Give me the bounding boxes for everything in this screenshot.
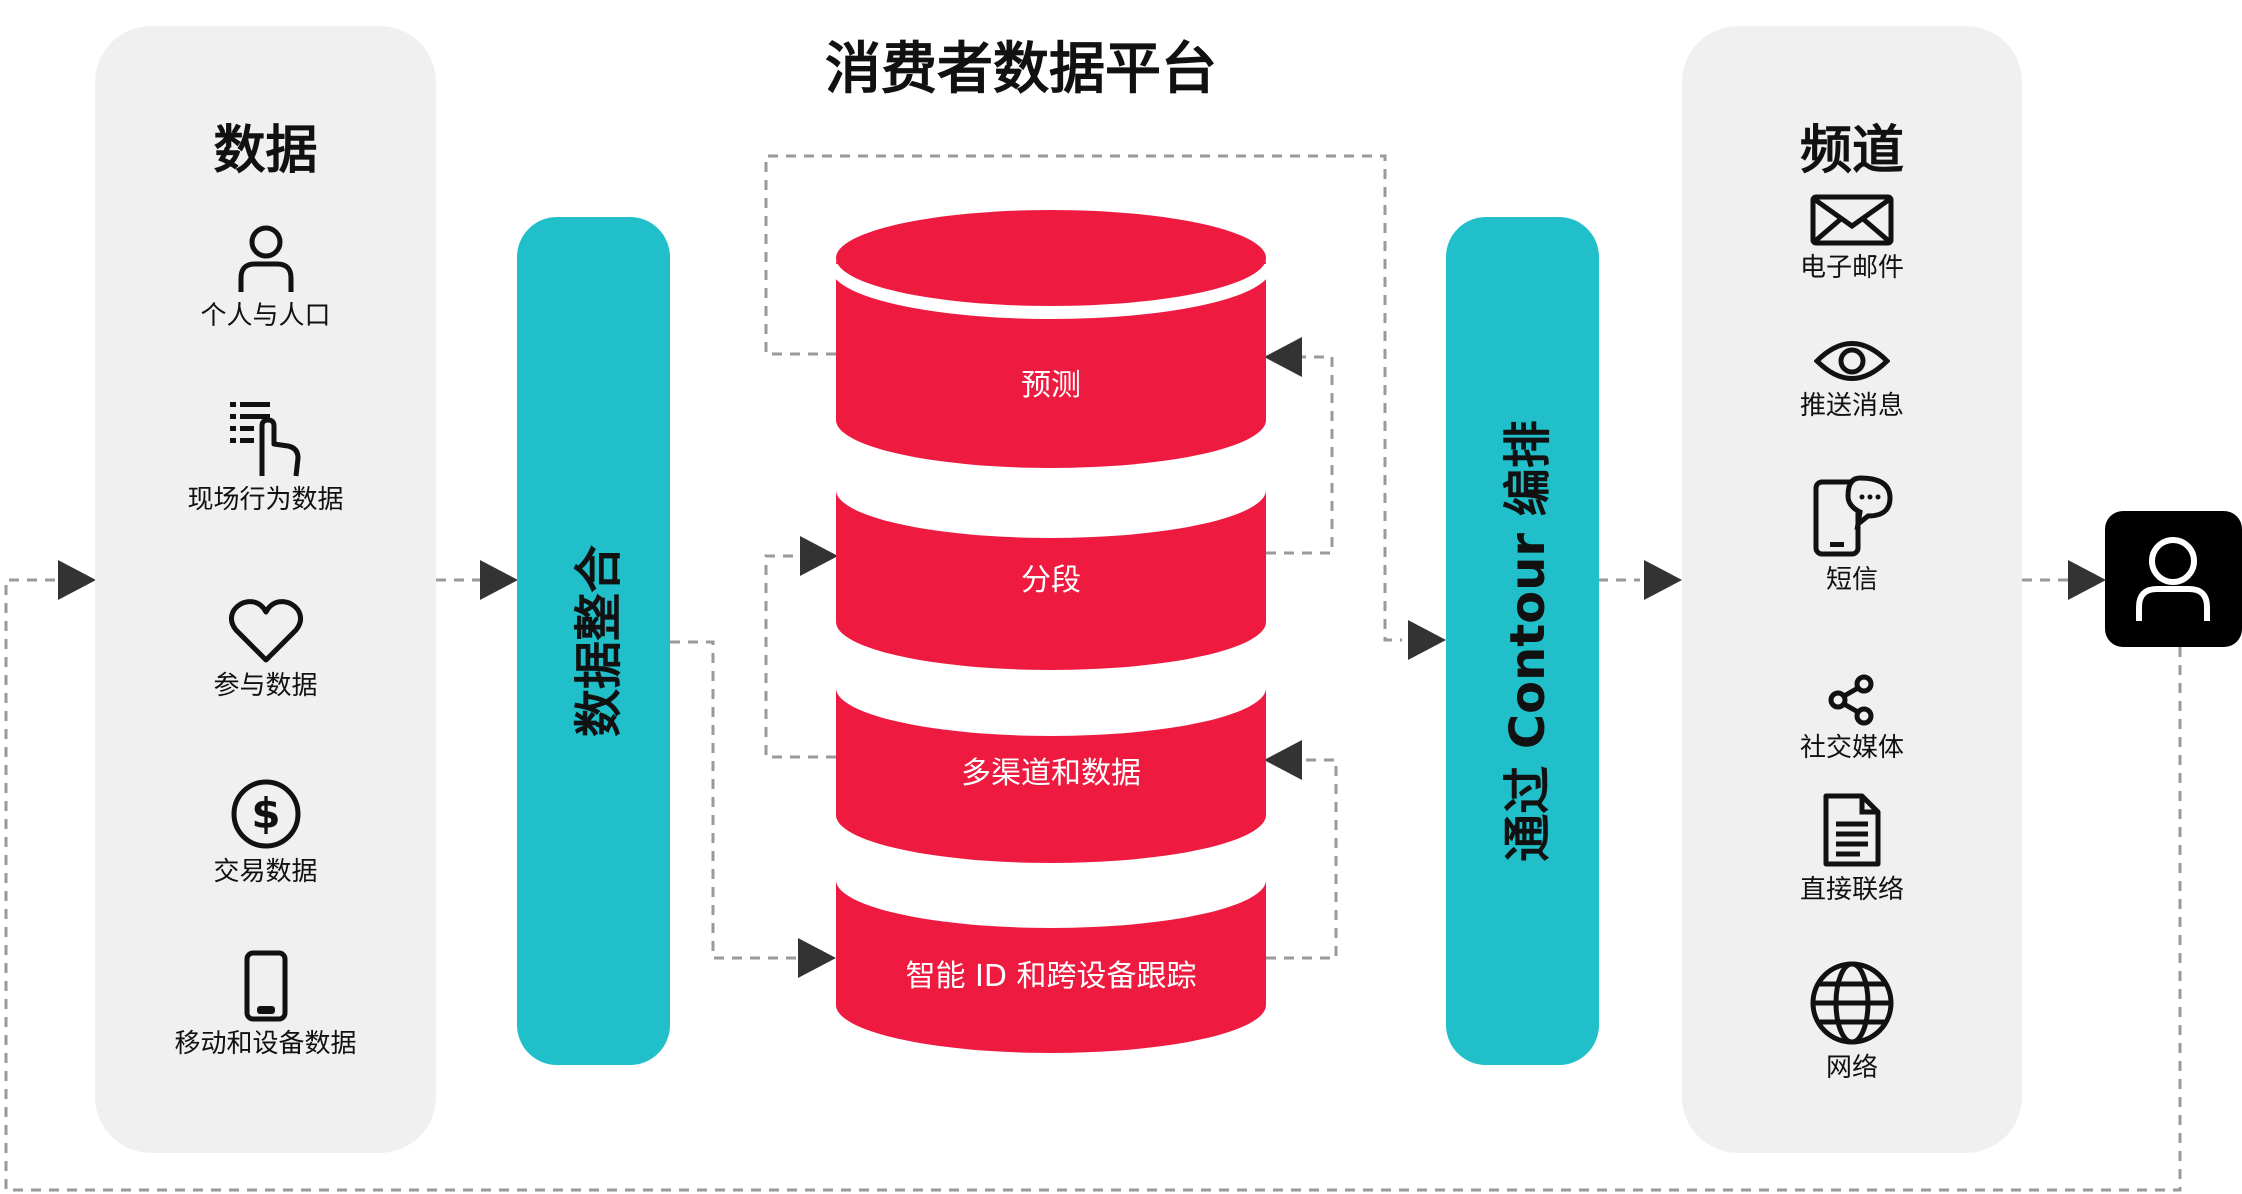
layer-label-segmentation: 分段 bbox=[1021, 563, 1081, 598]
data-item-transactions: $ 交易数据 bbox=[95, 778, 436, 888]
data-item-label: 参与数据 bbox=[213, 671, 318, 701]
layer-label-multichannel: 多渠道和数据 bbox=[961, 756, 1141, 791]
arrow-into-data-panel bbox=[58, 560, 96, 600]
data-item-mobile-device: 移动和设备数据 bbox=[95, 950, 436, 1060]
prediction-to-orchestration-line bbox=[764, 154, 1402, 642]
heart-icon bbox=[228, 599, 303, 663]
globe-icon bbox=[1810, 961, 1894, 1045]
segment-to-prediction-line bbox=[1266, 355, 1334, 555]
channel-item-label: 网络 bbox=[1825, 1053, 1878, 1083]
layer-label-smart-id: 智能 ID 和跨设备跟踪 bbox=[905, 959, 1197, 994]
data-item-onsite-behavior: 现场行为数据 bbox=[95, 398, 436, 516]
orchestration-bar: 通过 Contour 编排 bbox=[1446, 217, 1599, 1065]
phone-chat-icon bbox=[1813, 475, 1893, 557]
channels-panel: 频道 电子邮件 推送消息 短信 bbox=[1682, 26, 2022, 1153]
layer-label-prediction: 预测 bbox=[1021, 368, 1081, 403]
multichannel-to-segment-line bbox=[764, 554, 836, 759]
share-icon bbox=[1828, 674, 1874, 726]
data-item-label: 移动和设备数据 bbox=[174, 1029, 357, 1059]
arrow-into-integration bbox=[480, 560, 518, 600]
channel-item-push: 推送消息 bbox=[1682, 338, 2022, 422]
data-panel-title: 数据 bbox=[213, 121, 318, 181]
channel-item-sms: 短信 bbox=[1682, 474, 2022, 596]
data-sources-panel: 数据 个人与人口 现场行为数据 bbox=[95, 26, 436, 1153]
layer-smart-id bbox=[836, 880, 1266, 1053]
touch-list-icon bbox=[229, 402, 300, 477]
data-item-label: 交易数据 bbox=[213, 857, 318, 887]
end-user-box bbox=[2105, 511, 2242, 647]
arrow-into-prediction bbox=[1264, 337, 1302, 377]
data-item-demographics: 个人与人口 bbox=[95, 222, 436, 332]
arrow-into-orchestration bbox=[1408, 620, 1446, 660]
layer-multichannel bbox=[836, 688, 1266, 863]
channel-item-label: 推送消息 bbox=[1799, 391, 1904, 421]
arrow-into-segment bbox=[800, 536, 838, 576]
channel-item-label: 直接联络 bbox=[1799, 875, 1904, 905]
data-integration-bar: 数据整合 bbox=[517, 217, 670, 1065]
channels-panel-title: 频道 bbox=[1799, 121, 1904, 181]
channel-item-direct: 直接联络 bbox=[1682, 792, 2022, 906]
svg-text:$: $ bbox=[251, 789, 280, 838]
mobile-phone-icon bbox=[244, 950, 287, 1022]
channel-item-label: 短信 bbox=[1825, 565, 1878, 595]
diagram-title: 消费者数据平台 bbox=[825, 36, 1217, 102]
data-item-label: 现场行为数据 bbox=[187, 485, 344, 515]
channel-item-email: 电子邮件 bbox=[1682, 194, 2022, 284]
integration-to-id-line bbox=[670, 640, 800, 960]
envelope-icon bbox=[1810, 194, 1894, 246]
person-icon bbox=[238, 225, 293, 292]
document-icon bbox=[1823, 793, 1881, 867]
channel-item-label: 电子邮件 bbox=[1799, 253, 1904, 283]
arrow-into-end-user bbox=[2068, 560, 2106, 600]
eye-icon bbox=[1814, 341, 1890, 381]
channel-item-label: 社交媒体 bbox=[1799, 733, 1904, 763]
dollar-coin-icon: $ bbox=[231, 779, 300, 849]
user-icon bbox=[2136, 537, 2210, 621]
id-to-multichannel-line bbox=[1266, 758, 1338, 960]
channel-item-web: 网络 bbox=[1682, 960, 2022, 1084]
feedback-loop-line bbox=[4, 578, 2182, 1192]
data-item-label: 个人与人口 bbox=[200, 301, 331, 331]
arrow-into-multichannel bbox=[1264, 740, 1302, 780]
orchestration-label: 通过 Contour 编排 bbox=[1499, 420, 1556, 862]
arrow-into-channels bbox=[1644, 560, 1682, 600]
layer-segmentation bbox=[836, 490, 1266, 670]
arrow-into-id-layer bbox=[798, 938, 836, 978]
data-item-engagement: 参与数据 bbox=[95, 598, 436, 702]
layer-prediction bbox=[829, 210, 1273, 468]
channel-item-social: 社交媒体 bbox=[1682, 674, 2022, 764]
